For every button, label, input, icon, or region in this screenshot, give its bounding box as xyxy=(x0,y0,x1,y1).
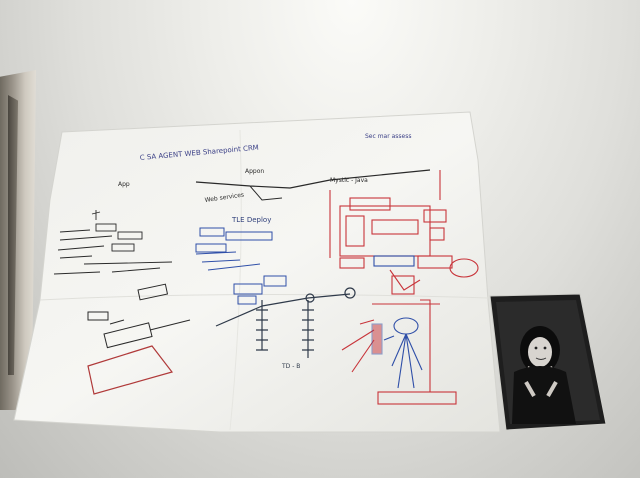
right-label: Mystic - Java xyxy=(330,177,368,184)
left-label-2: Appon xyxy=(245,168,264,175)
photo-frame xyxy=(489,293,607,431)
red-parallelogram xyxy=(87,345,174,395)
paper-sheet xyxy=(13,111,501,433)
top-right-note: Sec mar assess xyxy=(365,133,411,140)
center-blue-cluster xyxy=(195,227,273,271)
bottom-label: TD - B xyxy=(281,363,300,370)
center-label: Web services xyxy=(204,192,244,204)
ladder-blue-boxes xyxy=(233,275,287,305)
ladder-diagram xyxy=(215,287,356,358)
blue-architecture-parts xyxy=(371,255,423,389)
portrait-figure xyxy=(512,326,576,424)
top-heading: C SA AGENT WEB Sharepoint CRM xyxy=(139,144,259,162)
door-frame xyxy=(0,70,36,410)
left-label-1: App xyxy=(118,181,130,188)
left-sketch-cluster xyxy=(53,210,173,275)
red-architecture-diagram xyxy=(329,170,479,405)
top-connector-line xyxy=(195,169,431,189)
door-edge xyxy=(8,95,18,375)
mid-label: TLE Deploy xyxy=(231,216,271,224)
lower-left-boxes xyxy=(87,283,191,349)
